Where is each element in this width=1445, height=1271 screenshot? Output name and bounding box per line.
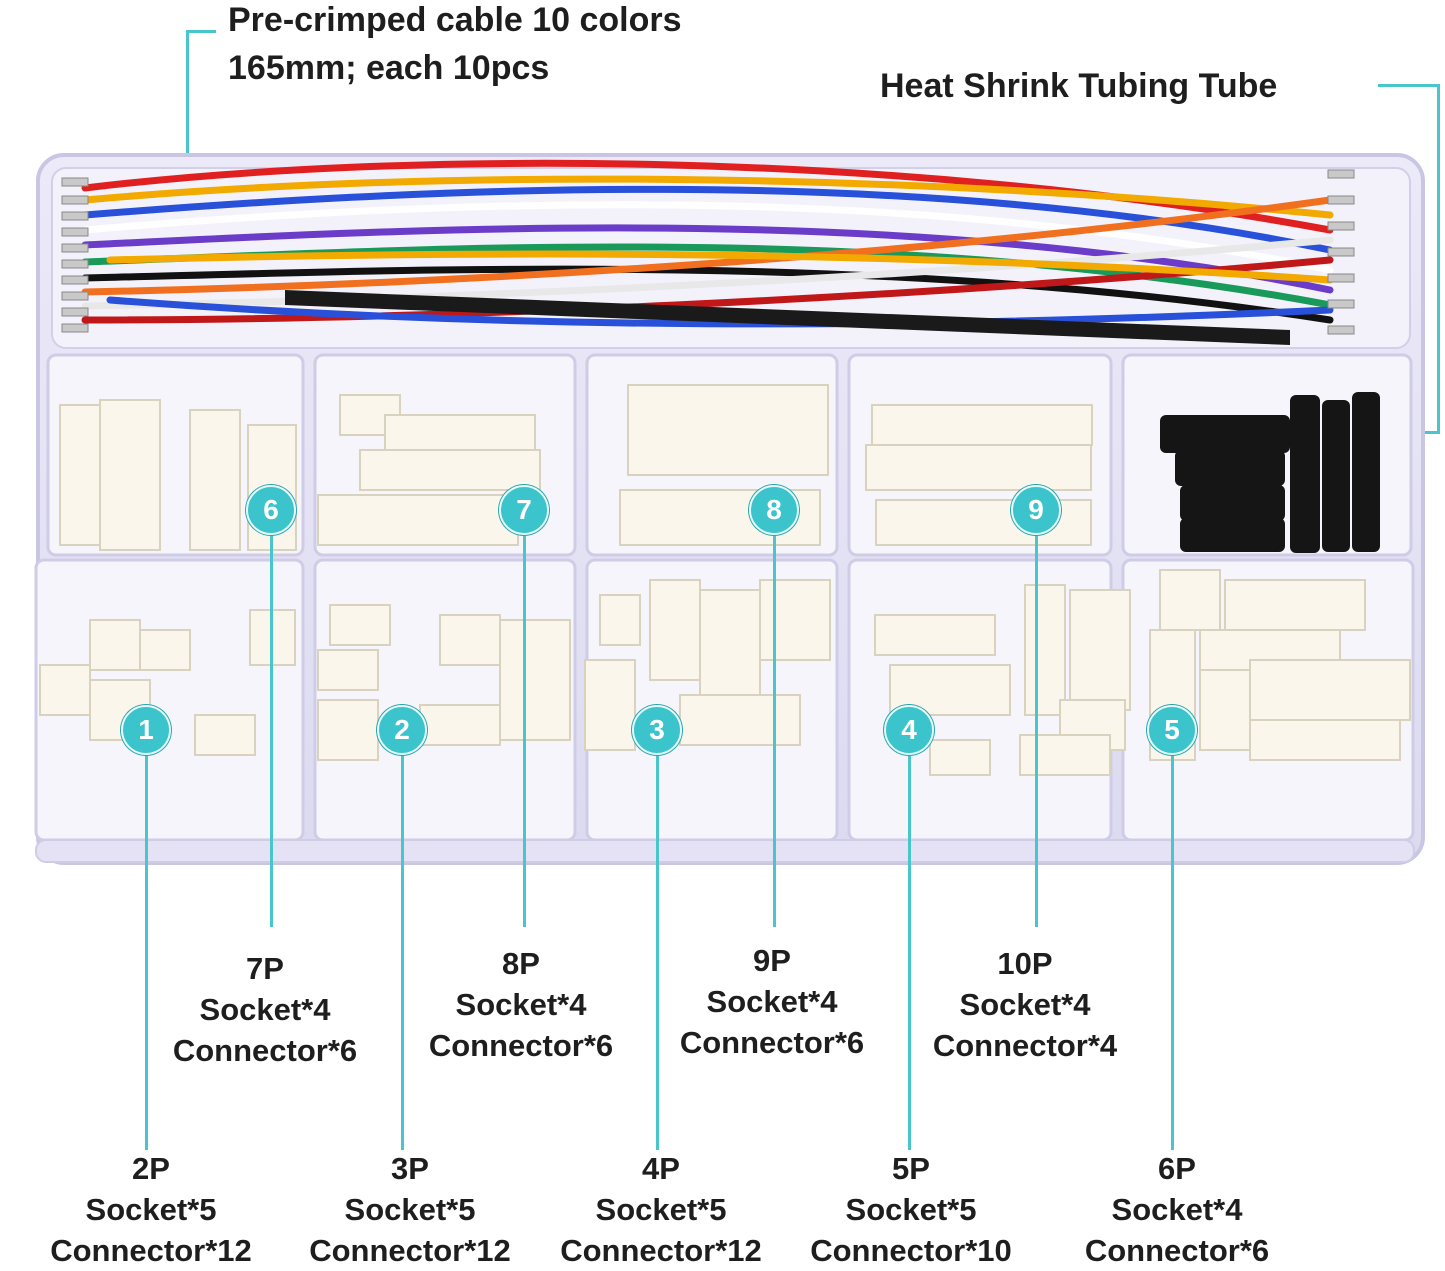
label-2p: 2P Socket*5 Connector*12: [31, 1148, 271, 1271]
label-3p: 3P Socket*5 Connector*12: [290, 1148, 530, 1271]
label-3p-connector: Connector*12: [309, 1233, 511, 1268]
badge-3: 3: [632, 705, 682, 755]
label-8p-socket: Socket*4: [455, 987, 587, 1022]
label-10p-connector: Connector*4: [932, 1028, 1118, 1063]
label-8p-connector: Connector*6: [428, 1028, 614, 1063]
label-2p-socket: Socket*5: [85, 1192, 217, 1227]
label-6p-socket: Socket*4: [1111, 1192, 1243, 1227]
label-7p-connector: Connector*6: [172, 1033, 358, 1068]
label-4p-socket: Socket*5: [595, 1192, 727, 1227]
cable-title-line2: 165mm; each 10pcs: [228, 49, 550, 87]
label-9p-socket: Socket*4: [706, 984, 838, 1019]
label-5p-socket: Socket*5: [845, 1192, 977, 1227]
label-6p: 6P Socket*4 Connector*6: [1057, 1148, 1297, 1271]
label-9p-pins: 9P: [753, 943, 791, 978]
label-9p: 9P Socket*4 Connector*6: [657, 940, 887, 1063]
badge-8: 8: [749, 485, 799, 535]
leader-7: [523, 535, 526, 927]
label-5p: 5P Socket*5 Connector*10: [791, 1148, 1031, 1271]
label-2p-connector: Connector*12: [50, 1233, 252, 1268]
cable-title: Pre-crimped cable 10 colors 165mm; each …: [228, 0, 682, 92]
label-8p: 8P Socket*4 Connector*6: [406, 943, 636, 1066]
label-5p-pins: 5P: [892, 1151, 930, 1186]
label-9p-connector: Connector*6: [679, 1025, 865, 1060]
badge-5: 5: [1147, 705, 1197, 755]
label-2p-pins: 2P: [132, 1151, 170, 1186]
label-7p-pins: 7P: [246, 951, 284, 986]
label-10p: 10P Socket*4 Connector*4: [910, 943, 1140, 1066]
badge-4: 4: [884, 705, 934, 755]
label-4p-pins: 4P: [642, 1151, 680, 1186]
leader-9: [1035, 535, 1038, 927]
leader-6: [270, 535, 273, 927]
heat-shrink-leader-v: [1437, 84, 1440, 434]
cable-leader-h: [186, 30, 216, 33]
leader-2: [401, 755, 404, 1150]
label-5p-connector: Connector*10: [810, 1233, 1012, 1268]
label-7p-socket: Socket*4: [199, 992, 331, 1027]
label-8p-pins: 8P: [502, 946, 540, 981]
leader-8: [773, 535, 776, 927]
badge-7: 7: [499, 485, 549, 535]
heat-shrink-in-cable: [285, 290, 1290, 345]
heat-shrink-leader-h1: [1378, 84, 1440, 87]
heat-shrink-tubes: [1160, 392, 1380, 553]
leader-5: [1171, 755, 1174, 1150]
label-3p-socket: Socket*5: [344, 1192, 476, 1227]
label-6p-connector: Connector*6: [1084, 1233, 1270, 1268]
badge-9: 9: [1011, 485, 1061, 535]
badge-2: 2: [377, 705, 427, 755]
badge-1: 1: [121, 705, 171, 755]
cable-leader-v: [186, 30, 189, 190]
label-7p: 7P Socket*4 Connector*6: [150, 948, 380, 1071]
label-6p-pins: 6P: [1158, 1151, 1196, 1186]
label-10p-pins: 10P: [997, 946, 1053, 981]
label-4p-connector: Connector*12: [560, 1233, 762, 1268]
badge-6: 6: [246, 485, 296, 535]
label-10p-socket: Socket*4: [959, 987, 1091, 1022]
cable-title-line1: Pre-crimped cable 10 colors: [228, 1, 682, 39]
leader-3: [656, 755, 659, 1150]
label-3p-pins: 3P: [391, 1151, 429, 1186]
cable-bundle: [81, 159, 1334, 328]
leader-4: [908, 755, 911, 1150]
leader-1: [145, 755, 148, 1150]
label-4p: 4P Socket*5 Connector*12: [541, 1148, 781, 1271]
heat-shrink-title: Heat Shrink Tubing Tube: [880, 67, 1278, 105]
